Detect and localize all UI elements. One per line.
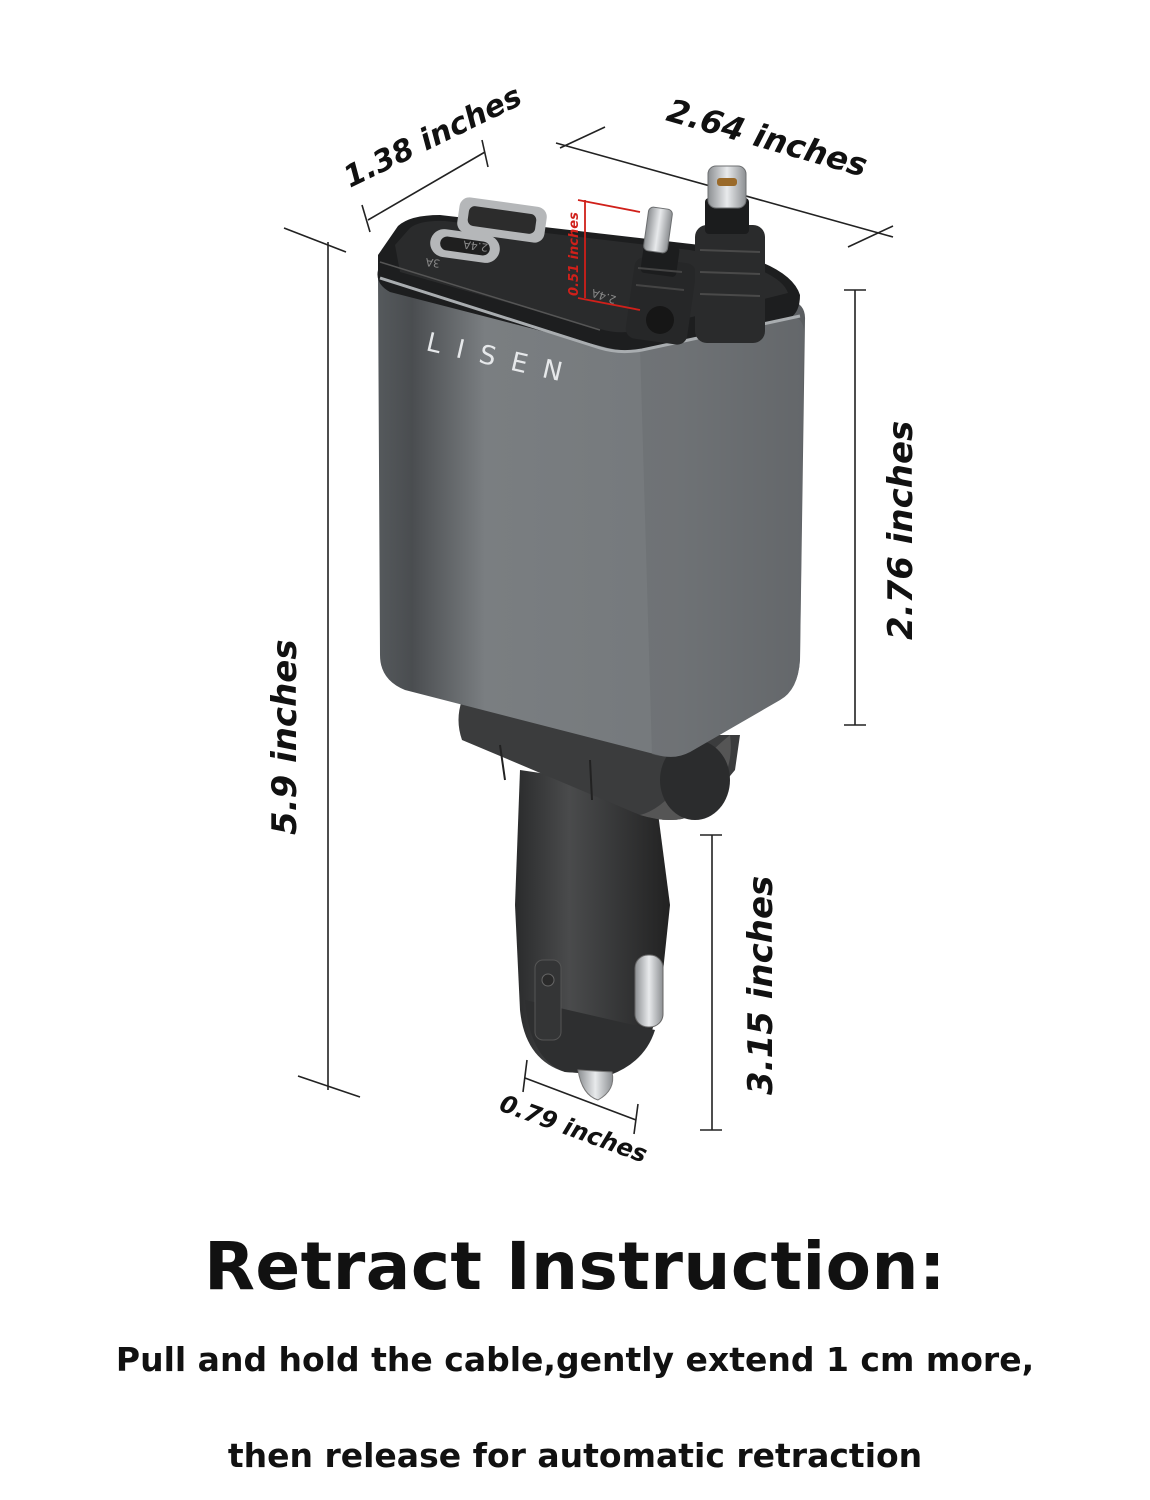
width-top-label: 1.38 inches [338, 79, 527, 195]
cable-length-marker [577, 199, 641, 311]
plug-width-label: 0.79 inches [496, 1089, 651, 1168]
cigarette-plug [515, 770, 670, 1101]
total-height-label: 5.9 inches [265, 639, 305, 835]
instruction-line-2: then release for automatic retraction [227, 1436, 923, 1475]
usb-ports: 2.4A 3A 2.4A [424, 197, 618, 306]
usb-a-rating: 2.4A [462, 238, 489, 254]
depth-top-label: 2.64 inches [663, 91, 872, 184]
instruction-line-1: Pull and hold the cable,gently extend 1 … [115, 1340, 1035, 1379]
product-illustration: 2.4A 3A 2.4A 0.51 inches LISEN 1.38 inch… [265, 79, 921, 1169]
usb-c-rating: 3A [424, 255, 441, 270]
dimension-lines [283, 126, 894, 1135]
instruction-title: Retract Instruction: [204, 1228, 946, 1305]
usb-c-cable [695, 165, 765, 343]
body-height-label: 2.76 inches [881, 421, 921, 640]
lightning-cable [625, 206, 696, 345]
plug-height-label: 3.15 inches [741, 876, 781, 1095]
swivel-joint [458, 700, 740, 820]
cable-length-label: 0.51 inches [567, 212, 582, 296]
